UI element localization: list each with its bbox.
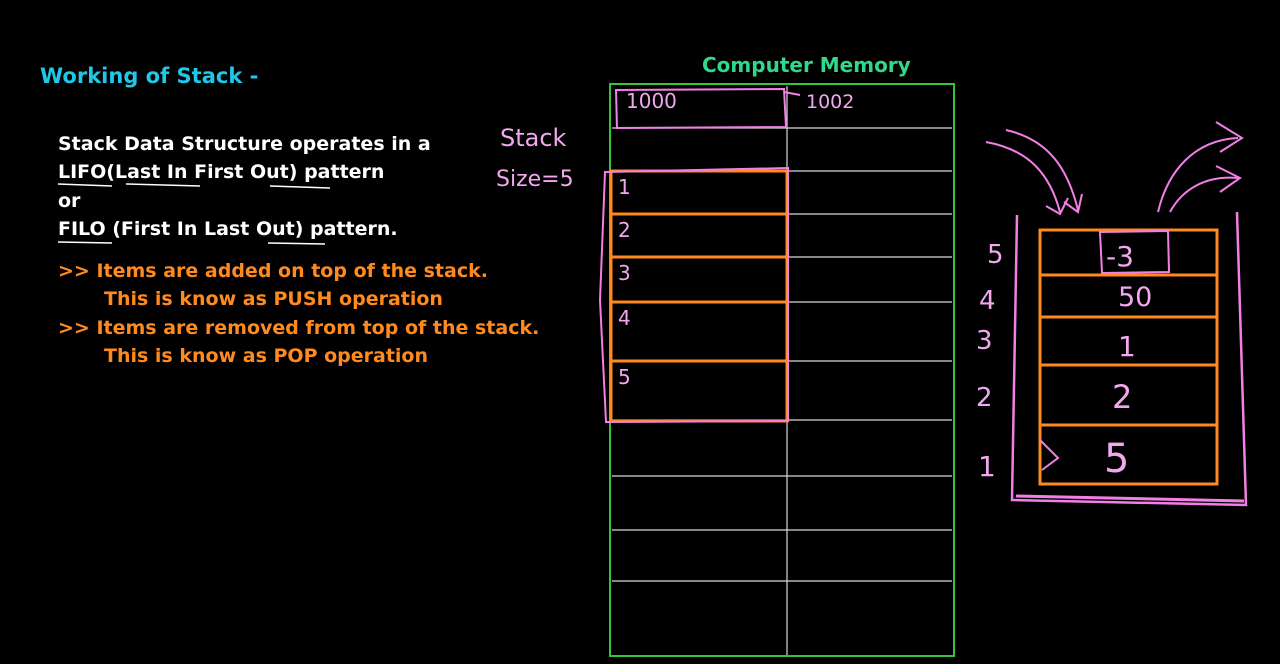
memory-slot-1: 1 (618, 175, 631, 199)
stack-value-2: 2 (1112, 378, 1132, 416)
page-title: Working of Stack - (40, 64, 259, 88)
stack-value-bottom: 5 (1104, 436, 1129, 482)
memory-title: Computer Memory (702, 53, 911, 77)
pop-arrow-icon (1157, 121, 1244, 213)
memory-grid (598, 83, 955, 657)
intro-line-2: LIFO(Last In First Out) pattern (58, 161, 385, 183)
bottom-pointer-icon (1039, 439, 1060, 471)
intro-line-1: Stack Data Structure operates in a (58, 133, 431, 155)
stack-dividers (1040, 273, 1217, 427)
stack-box (1038, 228, 1219, 486)
address-1002: 1002 (806, 91, 854, 113)
push-arrow-icon (985, 129, 1083, 216)
bullet-pop: >> Items are removed from top of the sta… (58, 317, 540, 339)
stack-drawing (985, 121, 1248, 507)
bullet-push: >> Items are added on top of the stack. (58, 260, 488, 282)
text-underlines (57, 183, 331, 245)
address-1000-outline (614, 87, 788, 130)
bullet-push-note: This is know as PUSH operation (104, 288, 443, 310)
address-1000: 1000 (626, 89, 677, 113)
stack-position-3: 3 (976, 326, 993, 356)
intro-line-3: or (58, 190, 81, 212)
memory-row-lines (612, 127, 952, 582)
stack-value-4: 50 (1118, 282, 1152, 313)
handwritten-labels: 1000 1002 Stack Size=5 1 2 3 4 5 5 4 3 2… (496, 89, 1152, 483)
memory-stack-block (609, 169, 789, 423)
stack-position-2: 2 (976, 383, 993, 413)
stack-position-1: 1 (978, 450, 996, 483)
memory-slot-2: 2 (618, 218, 631, 242)
stack-value-top: -3 (1106, 240, 1134, 273)
memory-slot-5: 5 (618, 365, 631, 389)
size-label: Size=5 (496, 167, 574, 192)
stack-label: Stack (500, 124, 567, 152)
intro-line-4: FILO (First In Last Out) pattern. (58, 218, 398, 240)
bullet-pop-note: This is know as POP operation (104, 345, 429, 367)
stack-position-4: 4 (979, 286, 996, 316)
stack-container (1010, 211, 1248, 507)
memory-slot-4: 4 (618, 306, 631, 330)
memory-stack-outline (598, 166, 789, 424)
stack-value-3: 1 (1118, 330, 1136, 363)
memory-slot-3: 3 (618, 261, 631, 285)
memory-stack-dividers (611, 212, 787, 363)
stack-position-5: 5 (987, 240, 1004, 270)
top-value-outline (1098, 229, 1171, 275)
